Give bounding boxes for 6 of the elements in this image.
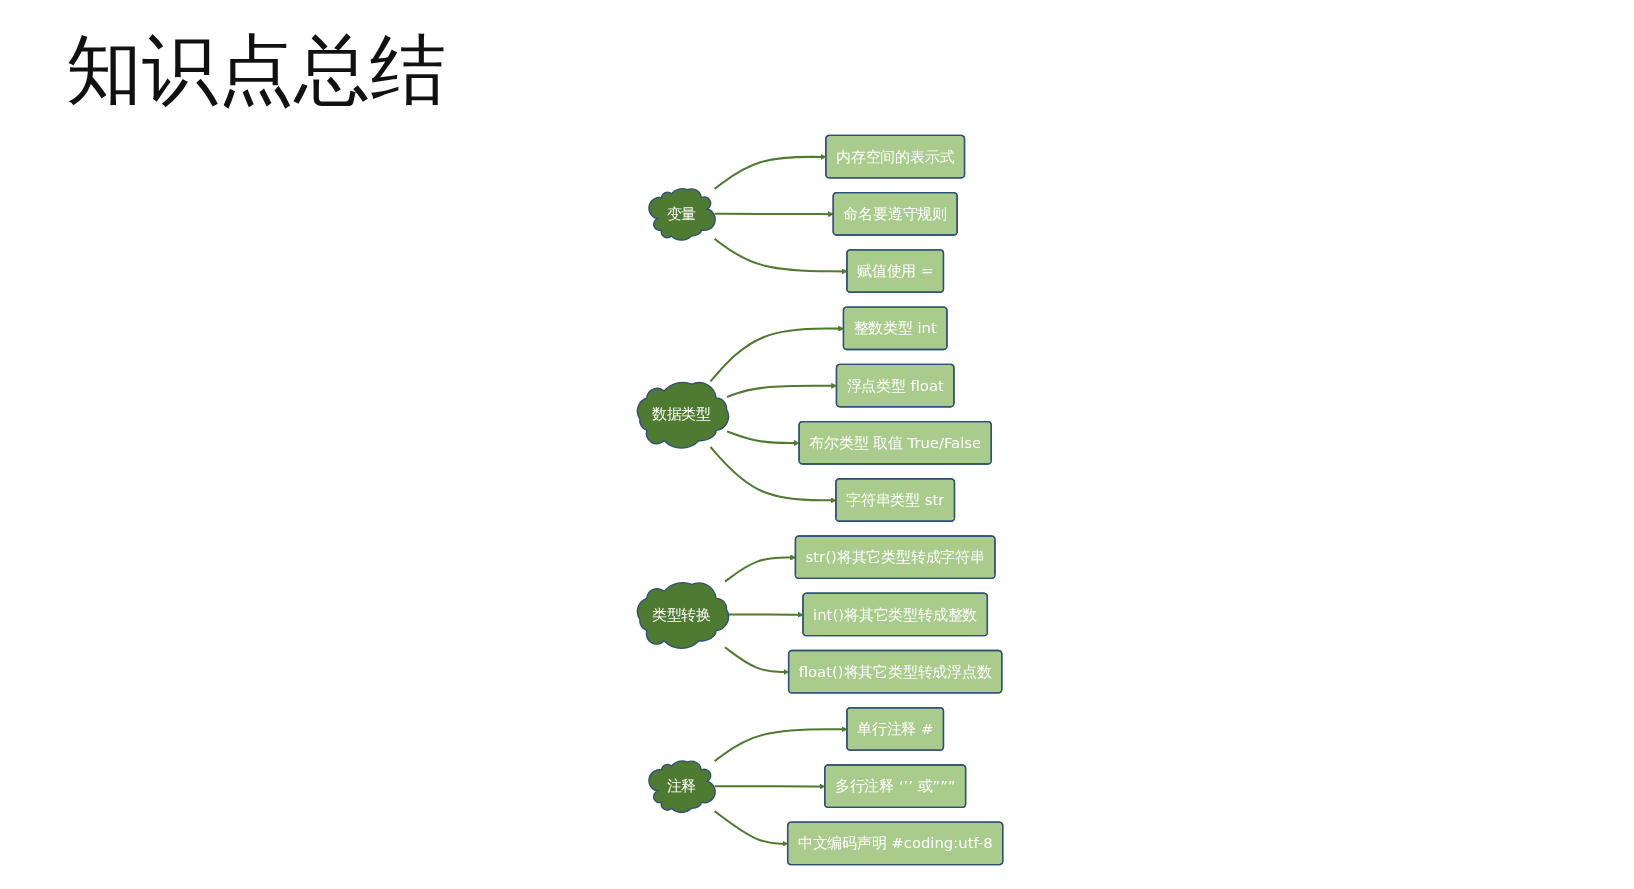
arrow: [726, 430, 800, 446]
arrow: [709, 325, 844, 382]
title: 知识点总结: [66, 24, 446, 116]
arrow: [726, 382, 837, 398]
arrow: [724, 554, 796, 583]
arrow: [714, 211, 834, 218]
